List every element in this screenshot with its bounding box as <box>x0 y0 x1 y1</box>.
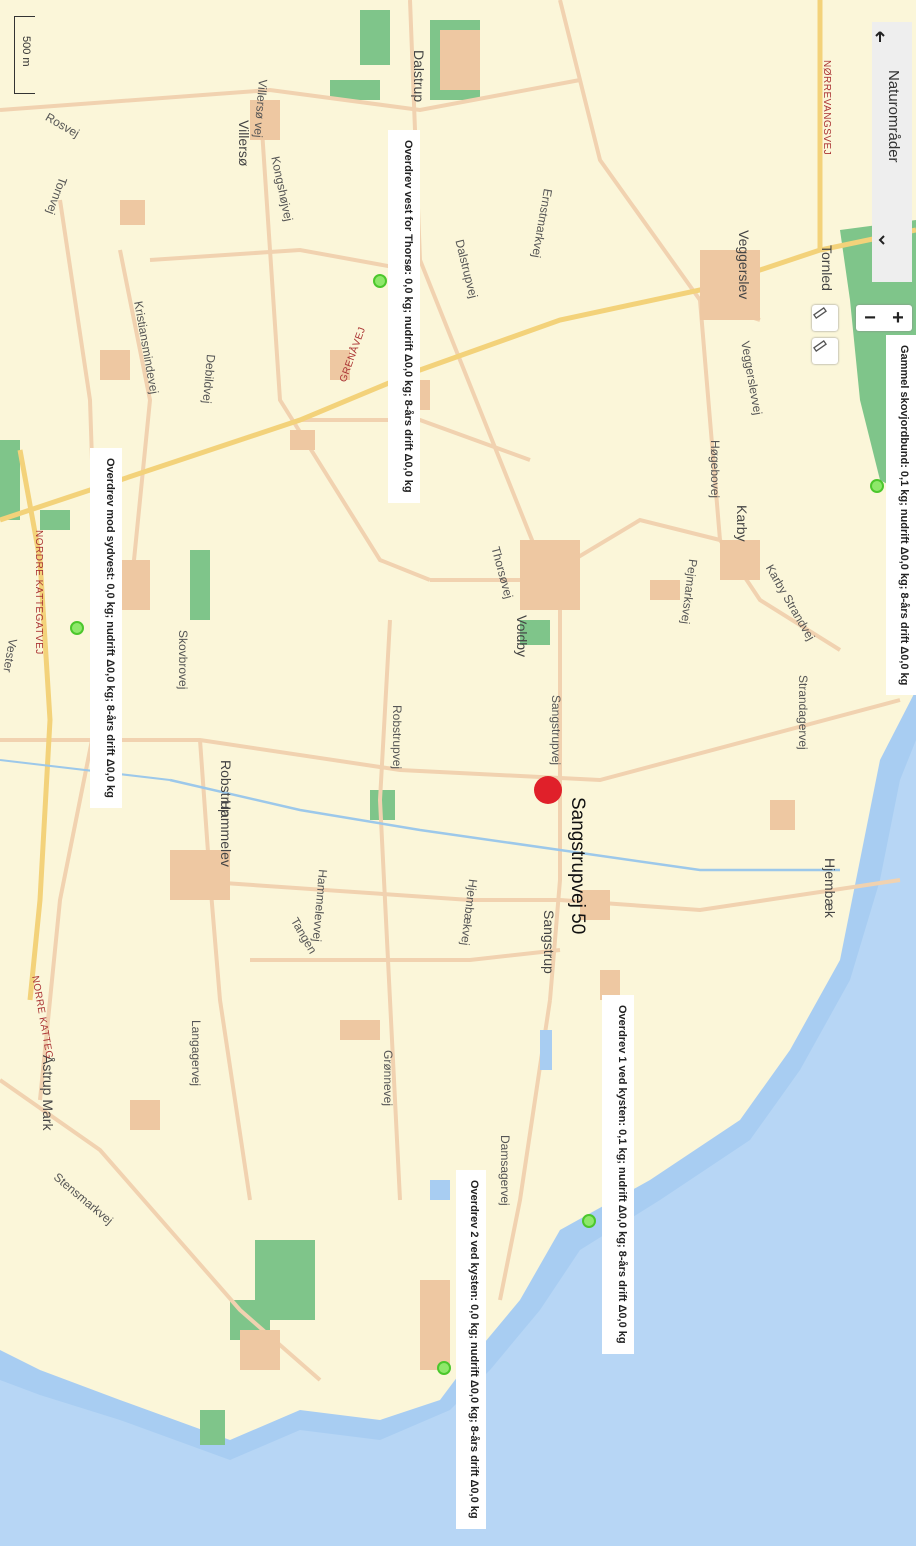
place-label: Tornled <box>819 245 835 291</box>
ruler-icon[interactable] <box>812 305 838 331</box>
area-label-overdrev-1-kysten: Overdrev 1 ved kysten: 0,1 kg; nudrift Δ… <box>602 995 634 1354</box>
place-label: Villersø <box>236 120 252 167</box>
selected-address-label: Sangstrupvej 50 <box>567 797 588 935</box>
street-label: Langagervej <box>189 1020 203 1087</box>
area-label-gammel-skovjordbund: Gammel skovjordbund: 0,1 kg; nudrift Δ0,… <box>886 335 916 696</box>
place-label: Voldby <box>514 615 530 658</box>
place-label: Karby <box>734 505 750 542</box>
area-marker[interactable] <box>70 621 84 635</box>
place-label: Åstrup Mark <box>40 1055 56 1131</box>
area-label-overdrev-sydvest: Overdrev mod sydvest: 0,0 kg; nudrift Δ0… <box>90 448 122 808</box>
area-marker[interactable] <box>582 1214 596 1228</box>
area-label-overdrev-2-kysten: Overdrev 2 ved kysten: 0,0 kg; nudrift Δ… <box>456 1170 486 1529</box>
road-label: NORDRE KATTEGATVEJ <box>33 530 44 655</box>
street-label: Høgebovej <box>708 440 722 499</box>
place-label: Dalstrup <box>411 50 427 103</box>
zoom-control: − + <box>856 305 912 331</box>
place-label: Veggerslev <box>736 230 752 300</box>
scale-bar <box>14 16 35 94</box>
area-marker[interactable] <box>373 274 387 288</box>
street-label: Robstrupvej <box>390 705 404 770</box>
selected-location-marker[interactable] <box>534 776 562 804</box>
scale-label: 500 m <box>20 36 32 67</box>
chevron-icon[interactable] <box>872 232 912 262</box>
ruler-icon[interactable] <box>812 338 838 364</box>
area-marker[interactable] <box>870 479 884 493</box>
road-label: NØRREVANGSVEJ <box>821 60 832 156</box>
street-label: Damsagervej <box>498 1135 512 1206</box>
street-label: Strandagervej <box>796 675 810 750</box>
place-label: Sangstrup <box>541 910 557 974</box>
zoom-out-button[interactable]: − <box>864 306 876 329</box>
street-label: Skovbrovej <box>176 630 190 690</box>
street-label: Sangstrupvej <box>549 695 563 766</box>
panel-title: Naturområder <box>885 70 902 163</box>
street-label: Grønnevej <box>381 1050 395 1107</box>
area-marker[interactable] <box>437 1361 451 1375</box>
zoom-in-button[interactable]: + <box>892 306 904 329</box>
area-label-overdrev-vest: Overdrev vest for Thorsø: 0,0 kg; nudrif… <box>388 130 420 503</box>
place-label: Hammelev <box>218 800 234 867</box>
arrow-left-icon[interactable] <box>872 28 912 58</box>
naturomraader-panel[interactable]: Naturområder <box>872 22 912 282</box>
place-label: Hjembæk <box>822 858 838 918</box>
